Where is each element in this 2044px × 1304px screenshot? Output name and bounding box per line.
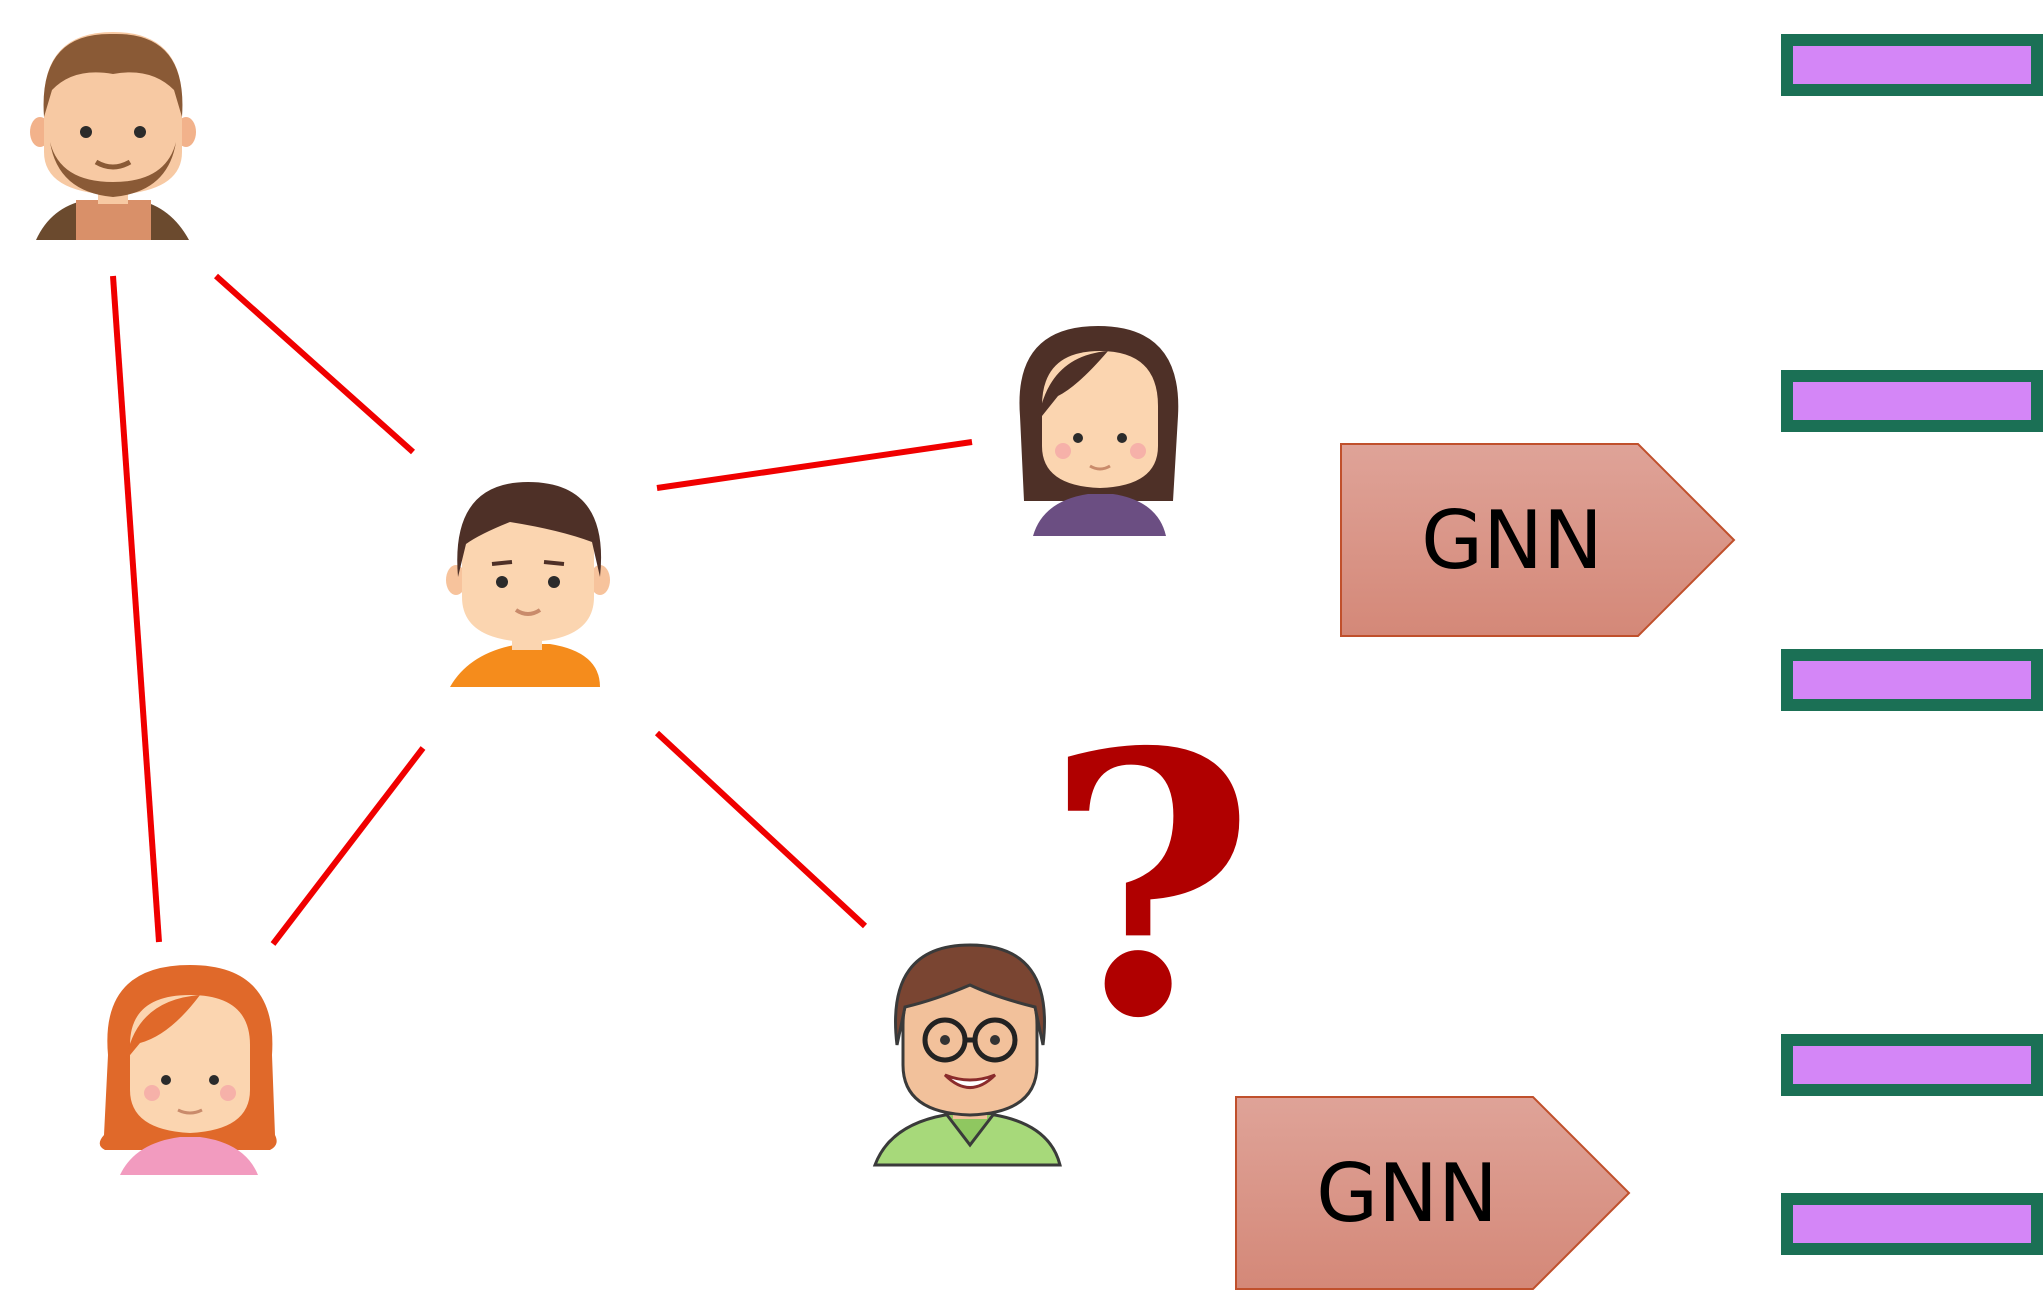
gnn-label-top: GNN — [1421, 494, 1603, 587]
edge-boy-center-to-woman-dark-hair — [656, 439, 973, 491]
embedding-vector — [1781, 370, 2043, 432]
boy-orange-shirt-avatar-icon — [446, 482, 610, 687]
embedding-vector — [1781, 649, 2043, 711]
question-mark: ? — [1045, 674, 1256, 1097]
woman-red-hair-avatar-icon — [99, 965, 277, 1175]
bearded-man-avatar-icon — [30, 32, 196, 240]
embedding-group-bottom — [1781, 1034, 2043, 1255]
woman-dark-hair-avatar-icon — [1019, 326, 1179, 536]
embedding-vector — [1781, 1193, 2043, 1255]
edge-bearded-man-to-woman-red-hair — [110, 275, 162, 943]
gnn-block-top: GNN — [1340, 443, 1736, 637]
graph-edges — [110, 273, 973, 946]
gnn-block-bottom: GNN — [1235, 1096, 1631, 1290]
gnn-label-bottom: GNN — [1316, 1147, 1498, 1240]
gnn-arrow-shape-top — [1340, 443, 1736, 637]
edge-boy-center-to-woman-red-hair — [270, 746, 426, 946]
embedding-group-top — [1781, 34, 2043, 711]
gnn-arrow-shape-bottom — [1235, 1096, 1631, 1290]
man-glasses-avatar-icon — [872, 943, 1062, 1167]
embedding-vector — [1781, 1034, 2043, 1096]
edge-bearded-man-to-boy-center — [214, 273, 415, 455]
edge-boy-center-to-man-glasses — [654, 730, 868, 929]
embedding-vector — [1781, 34, 2043, 96]
